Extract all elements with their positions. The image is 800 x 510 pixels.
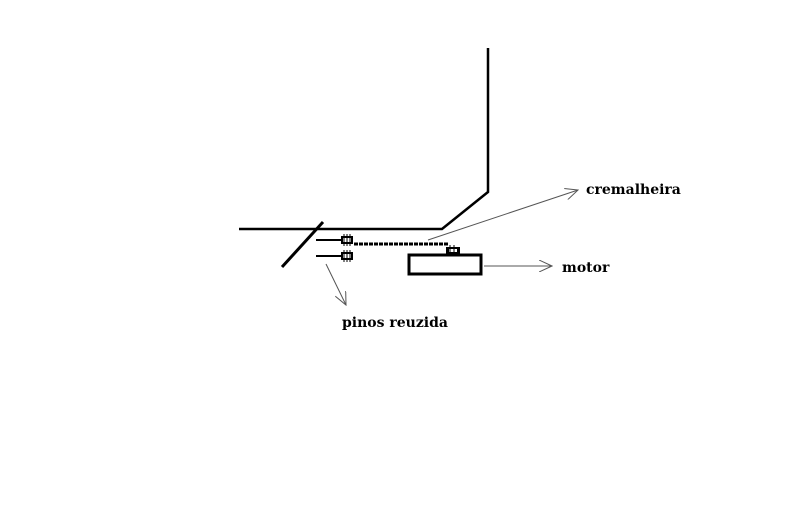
motor-box	[407, 253, 483, 276]
pins-label: pinos reuzida	[342, 315, 448, 331]
rack-pointer-arrow	[427, 190, 578, 241]
motor-label: motor	[562, 260, 610, 276]
pin-gear-upper	[341, 234, 353, 246]
door-line	[280, 220, 325, 269]
frame-outline	[239, 48, 490, 231]
pins-pointer-arrow	[325, 263, 346, 305]
pin-gear-lower	[341, 250, 353, 262]
rack-label: cremalheira	[586, 182, 681, 198]
motor-gear	[446, 245, 460, 255]
